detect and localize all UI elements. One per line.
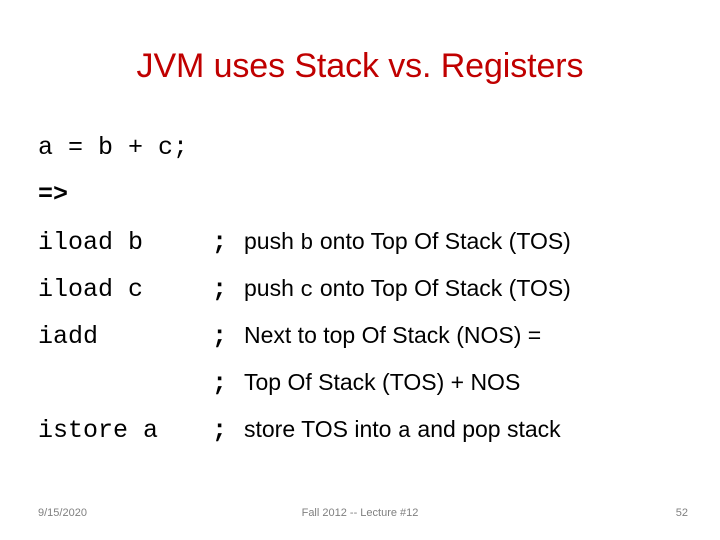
comment-pre: push <box>244 228 301 254</box>
bytecode-comment: push b onto Top Of Stack (TOS) <box>244 218 571 267</box>
bytecode-separator: ; <box>212 322 228 351</box>
comment-pre: Top Of Stack (TOS) + NOS <box>244 369 521 395</box>
bytecode-separator: ; <box>212 275 228 304</box>
bytecode-opcode: iadd <box>38 322 99 351</box>
comment-variable: c <box>300 278 314 303</box>
slide-body: a = b + c; => iload b ; push b onto Top … <box>38 124 682 453</box>
bytecode-comment: Top Of Stack (TOS) + NOS <box>244 359 520 408</box>
bytecode-separator: ; <box>212 369 228 398</box>
page-title: JVM uses Stack vs. Registers <box>136 47 584 85</box>
bytecode-separator: ; <box>212 416 228 445</box>
bytecode-opcode: iload c <box>38 275 144 304</box>
bytecode-row: iadd ; Next to top Of Stack (NOS) = <box>38 312 682 359</box>
comment-pre: Next to top Of Stack (NOS) = <box>244 322 542 348</box>
source-statement: a = b + c; <box>38 133 189 162</box>
comment-pre: push <box>244 275 301 301</box>
bytecode-row: iload c ; push c onto Top Of Stack (TOS) <box>38 265 682 312</box>
bytecode-comment: store TOS into a and pop stack <box>244 406 561 455</box>
comment-post: onto Top Of Stack (TOS) <box>313 228 571 254</box>
comment-post: and pop stack <box>411 416 561 442</box>
bytecode-comment: Next to top Of Stack (NOS) = <box>244 312 541 361</box>
slide-footer: 9/15/2020 Fall 2012 -- Lecture #12 52 <box>0 500 720 526</box>
comment-post: onto Top Of Stack (TOS) <box>313 275 571 301</box>
footer-date: 9/15/2020 <box>38 507 87 519</box>
footer-lecture-label: Fall 2012 -- Lecture #12 <box>301 507 419 519</box>
comment-variable: b <box>300 231 314 256</box>
bytecode-row: iload b ; push b onto Top Of Stack (TOS) <box>38 218 682 265</box>
comment-pre: store TOS into <box>244 416 398 442</box>
bytecode-row: istore a ; store TOS into a and pop stac… <box>38 406 682 453</box>
arrow-marker: => <box>38 180 69 209</box>
bytecode-separator: ; <box>212 228 228 257</box>
comment-variable: a <box>397 419 412 444</box>
bytecode-row: ; Top Of Stack (TOS) + NOS <box>38 359 682 406</box>
footer-page-number: 52 <box>675 507 688 519</box>
bytecode-opcode: iload b <box>38 228 144 257</box>
bytecode-comment: push c onto Top Of Stack (TOS) <box>244 265 571 314</box>
bytecode-opcode: istore a <box>38 416 159 445</box>
